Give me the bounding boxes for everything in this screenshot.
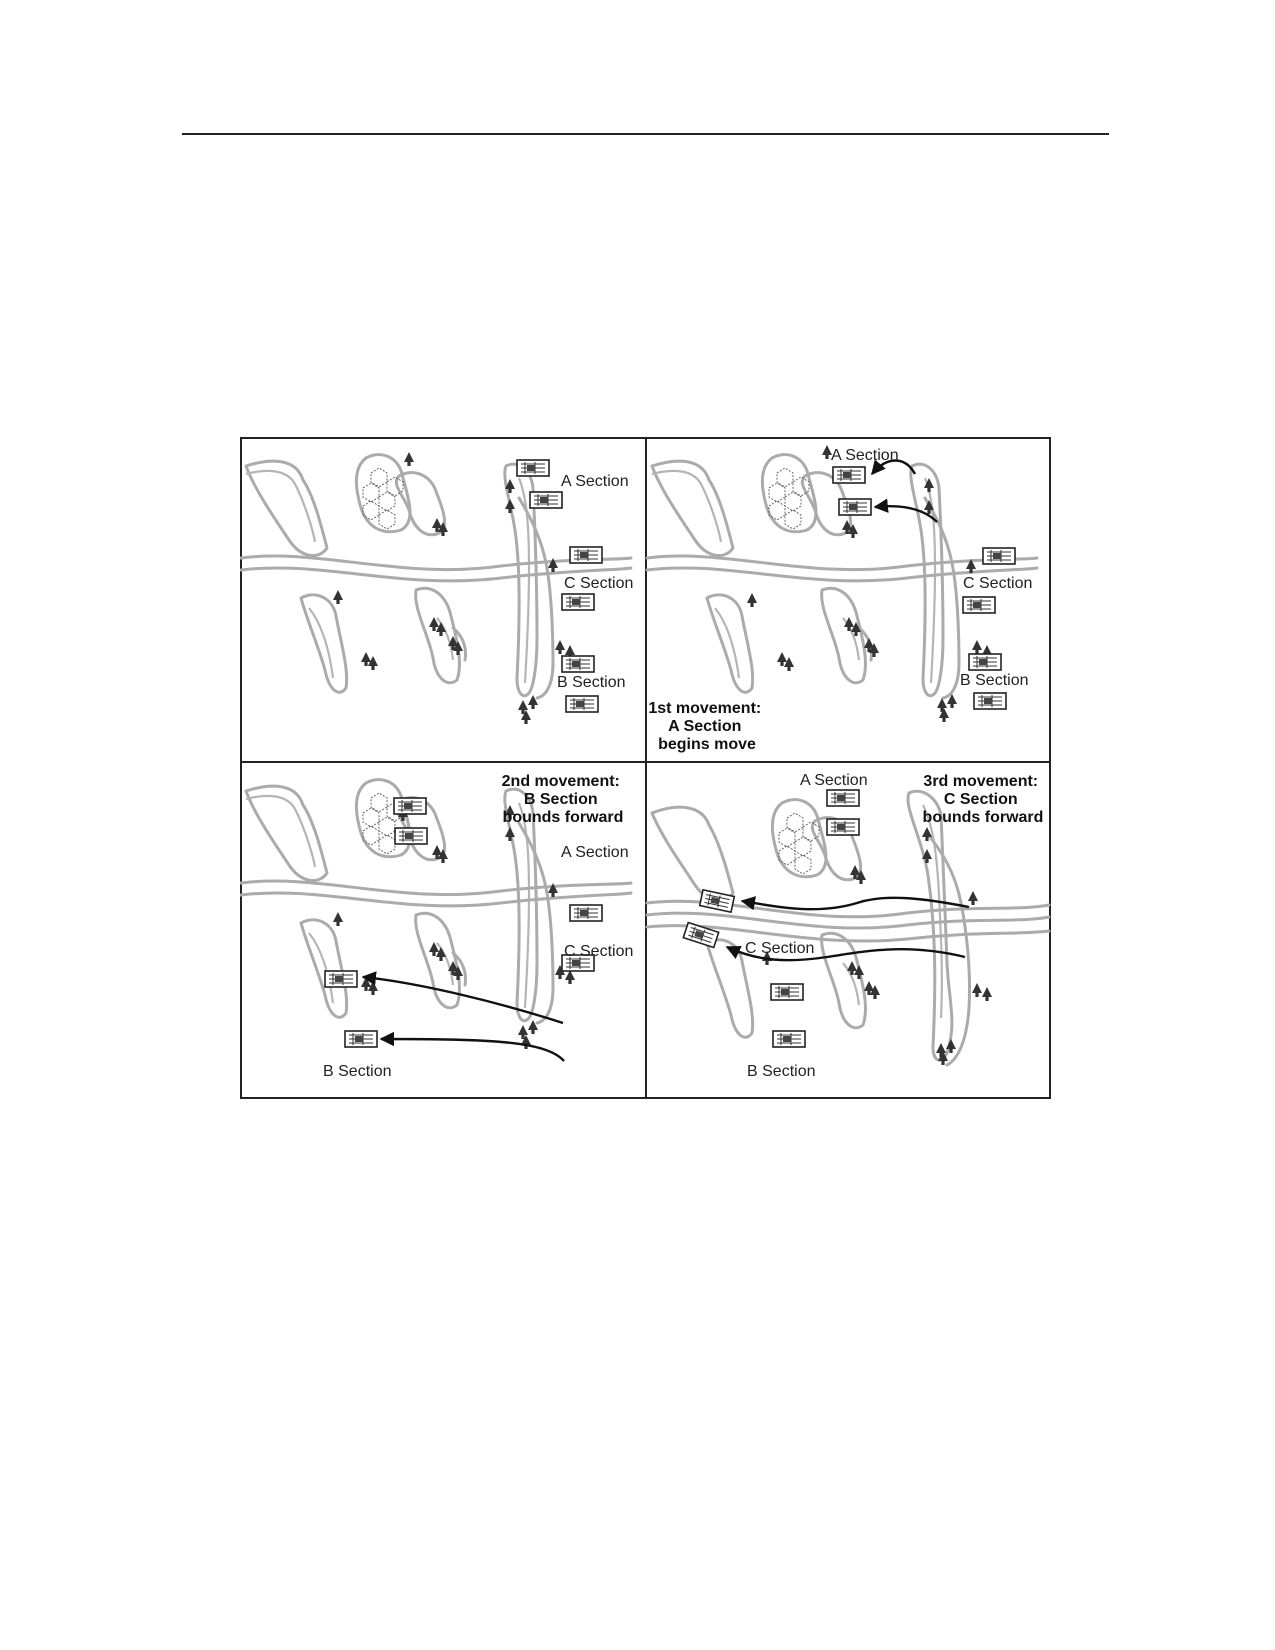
label-b-section: B Section [323, 1063, 391, 1080]
tree-icon [333, 805, 575, 1049]
panel-3: A Section C Section B Section 2nd moveme… [240, 773, 633, 1080]
panel-2: A Section C Section B Section 1st moveme… [645, 445, 1039, 753]
label-b-section: B Section [960, 672, 1028, 689]
movement-arrow [361, 971, 564, 1025]
label-c-section: C Section [963, 575, 1032, 592]
movement-caption: 1st movement: A Section begins move [648, 700, 765, 753]
movement-arrow [725, 945, 966, 962]
label-a-section: A Section [561, 844, 629, 861]
movement-caption: 3rd movement: C Section bounds forward [923, 773, 1044, 826]
movement-caption: 2nd movement: B Section bounds forward [502, 773, 625, 826]
header-rule [182, 133, 1109, 135]
label-c-section: C Section [564, 575, 633, 592]
movement-arrow [871, 459, 917, 476]
movement-arrow [379, 1031, 565, 1062]
panel-4: A Section C Section B Section 3rd moveme… [645, 772, 1051, 1080]
label-b-section: B Section [557, 674, 625, 691]
movement-arrow [873, 498, 938, 523]
label-a-section: A Section [561, 473, 629, 490]
label-a-section: A Section [800, 772, 868, 789]
label-c-section: C Section [564, 943, 633, 960]
movement-arrow [740, 896, 970, 911]
label-c-section: C Section [745, 940, 814, 957]
label-b-section: B Section [747, 1063, 815, 1080]
label-a-section: A Section [831, 447, 899, 464]
vehicle-icon [324, 797, 603, 1048]
panel-1: A Section C Section B Section [240, 452, 633, 724]
movement-diagram: A Section C Section B Section A [240, 437, 1051, 1099]
